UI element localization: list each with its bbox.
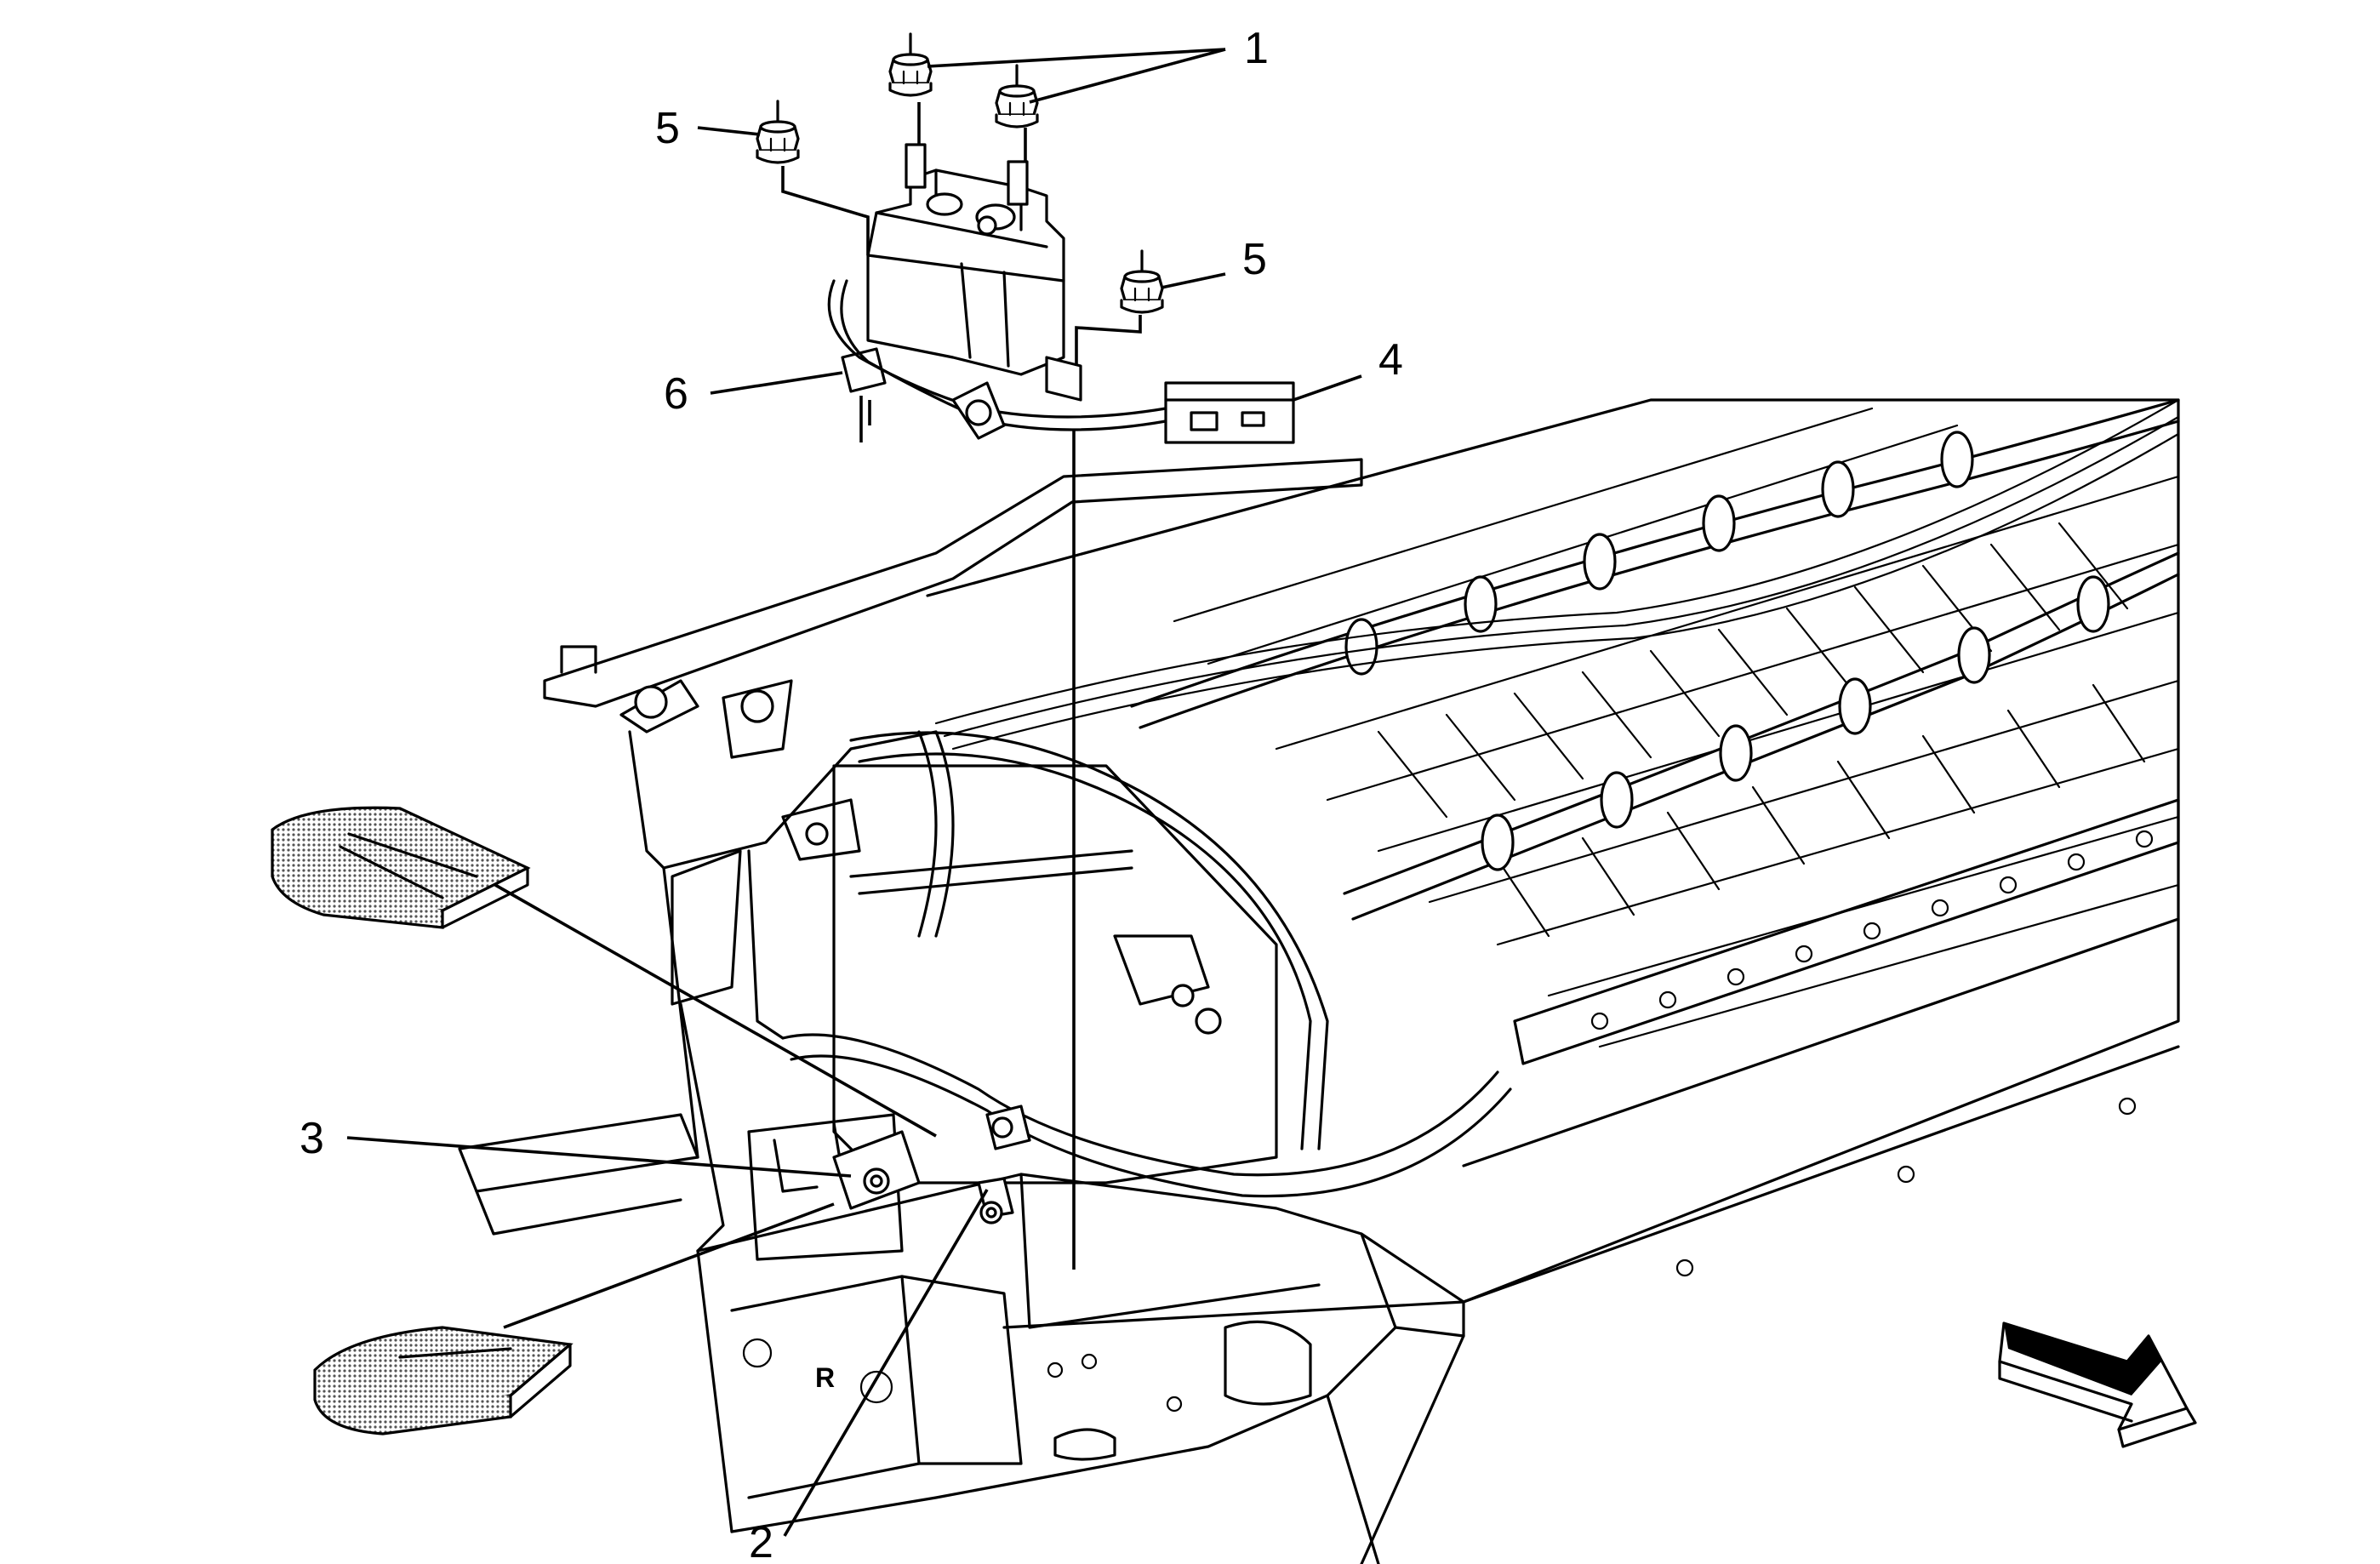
- nut-icon: [888, 32, 933, 97]
- end-frame: R: [696, 1173, 1465, 1564]
- callout-1: 1: [1244, 24, 1269, 73]
- contactor-relay: [827, 143, 1295, 444]
- callout-5-right: 5: [1242, 235, 1267, 284]
- battery-modules: [926, 398, 2180, 1329]
- insulator-pad-lower: [313, 1326, 574, 1436]
- plate-marking: R: [815, 1362, 835, 1393]
- callout-3: 3: [300, 1114, 324, 1163]
- callout-labels: 1 2 3 4 5 5 6: [300, 24, 1403, 1564]
- nut-icon: [1120, 249, 1164, 314]
- insulator-pad-upper: [271, 806, 531, 929]
- nut-icon: [995, 64, 1039, 128]
- guide-lines: [781, 102, 1142, 1270]
- callout-6: 6: [664, 369, 688, 419]
- nut-icon: [756, 100, 800, 164]
- direction-arrow-icon: [1998, 1321, 2197, 1448]
- leader-lines: [346, 48, 1362, 1537]
- enclosure-bracket: [458, 458, 1512, 1261]
- callout-4: 4: [1378, 335, 1403, 385]
- cable-terminals: [832, 1105, 1031, 1224]
- callout-2: 2: [749, 1518, 773, 1564]
- callout-5-left: 5: [655, 104, 680, 153]
